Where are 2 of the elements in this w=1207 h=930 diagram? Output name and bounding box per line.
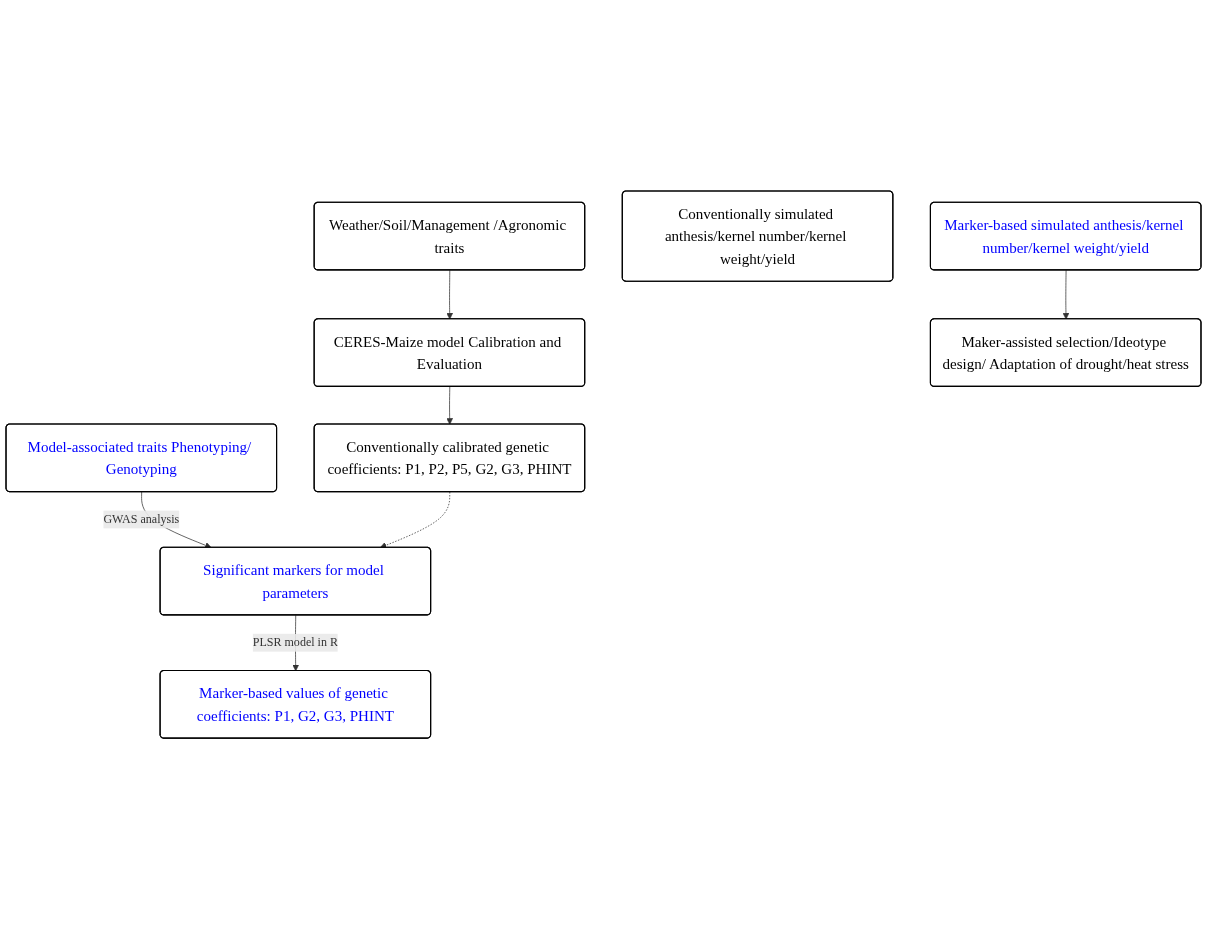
edge-label: PLSR model in R [252,636,338,650]
edge-label: GWAS analysis [103,513,180,526]
